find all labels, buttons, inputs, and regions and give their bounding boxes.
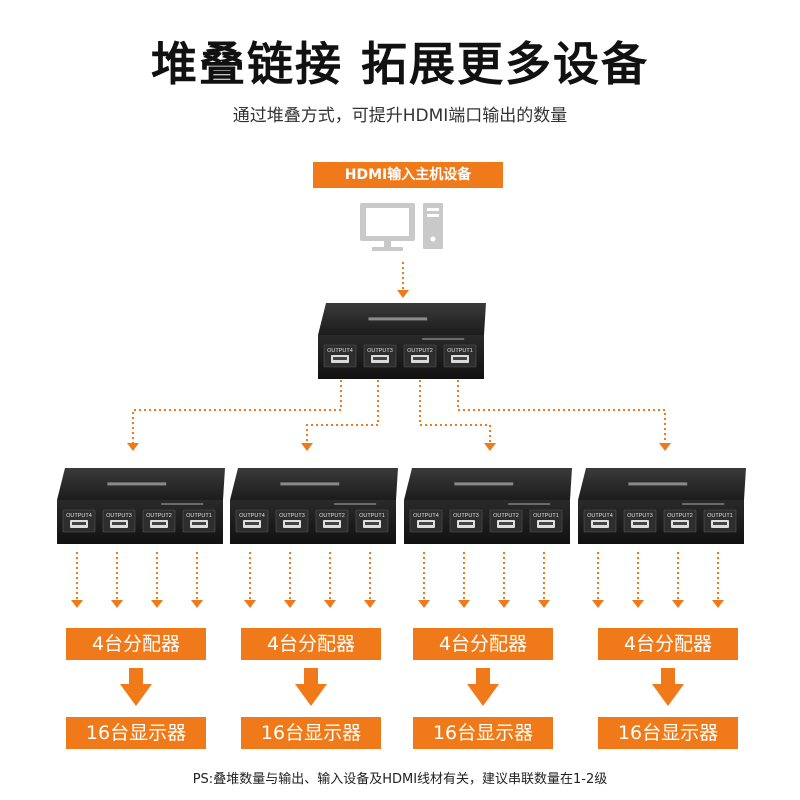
hdmi-port: OUTPUT3 [623, 509, 657, 533]
port-label: OUTPUT4 [413, 513, 439, 519]
hdmi-port: OUTPUT4 [409, 509, 443, 533]
sub-splitter: OUTPUT4 OUTPUT3 OUTPUT2 OUTPUT1 [230, 468, 398, 544]
port-label: OUTPUT3 [367, 348, 393, 354]
hdmi-port: OUTPUT2 [142, 509, 176, 533]
brand-logo [107, 482, 167, 486]
port-label: OUTPUT1 [186, 513, 212, 519]
output-arrow [672, 552, 684, 608]
brand-logo [454, 482, 514, 486]
cascade-link [457, 380, 671, 451]
hdmi-port: OUTPUT1 [443, 344, 477, 368]
hdmi-port: OUTPUT1 [703, 509, 737, 533]
host-to-splitter-arrow [397, 262, 409, 298]
port-label: OUTPUT4 [587, 513, 613, 519]
page-title: 堆叠链接 拓展更多设备 [150, 37, 649, 91]
hdmi-port: OUTPUT4 [235, 509, 269, 533]
output-arrow [191, 552, 203, 608]
hdmi-port: OUTPUT2 [663, 509, 697, 533]
sub-splitter: OUTPUT4 OUTPUT3 OUTPUT2 OUTPUT1 [404, 468, 572, 544]
splitter-count-label: 4台分配器 [413, 628, 553, 660]
hdmi-port: OUTPUT4 [62, 509, 96, 533]
port-label: OUTPUT2 [146, 513, 172, 519]
port-label: OUTPUT3 [279, 513, 305, 519]
output-arrow [632, 552, 644, 608]
output-arrow [592, 552, 604, 608]
host-device-label: HDMI输入主机设备 [313, 162, 503, 188]
hdmi-port: OUTPUT1 [529, 509, 563, 533]
sub-splitter: OUTPUT4 OUTPUT3 OUTPUT2 OUTPUT1 [57, 468, 225, 544]
output-arrow [418, 552, 430, 608]
output-arrow [364, 552, 376, 608]
cascade-link [419, 380, 496, 451]
output-arrow [538, 552, 550, 608]
page-subtitle: 通过堆叠方式，可提升HDMI端口输出的数量 [232, 106, 568, 126]
output-arrow [712, 552, 724, 608]
port-label: OUTPUT3 [106, 513, 132, 519]
brand-logo [368, 317, 428, 321]
hdmi-port: OUTPUT2 [489, 509, 523, 533]
output-arrow [458, 552, 470, 608]
output-arrow [71, 552, 83, 608]
display-count-label: 16台显示器 [66, 717, 206, 749]
hdmi-port: OUTPUT3 [102, 509, 136, 533]
hdmi-port: OUTPUT3 [449, 509, 483, 533]
hdmi-port: OUTPUT3 [275, 509, 309, 533]
down-arrow-icon [652, 668, 684, 706]
hdmi-port: OUTPUT1 [355, 509, 389, 533]
cascade-link [127, 380, 342, 451]
display-count-label: 16台显示器 [413, 717, 553, 749]
port-label: OUTPUT1 [707, 513, 733, 519]
splitter-count-label: 4台分配器 [66, 628, 206, 660]
port-label: OUTPUT3 [627, 513, 653, 519]
brand-logo [628, 482, 688, 486]
hdmi-port: OUTPUT4 [583, 509, 617, 533]
output-arrow [284, 552, 296, 608]
port-label: OUTPUT1 [533, 513, 559, 519]
port-label: OUTPUT1 [447, 348, 473, 354]
hdmi-port: OUTPUT1 [182, 509, 216, 533]
output-arrow [111, 552, 123, 608]
splitter-count-label: 4台分配器 [241, 628, 381, 660]
output-arrow [151, 552, 163, 608]
hdmi-port: OUTPUT2 [315, 509, 349, 533]
brand-logo [280, 482, 340, 486]
footer-note: PS:叠堆数量与输出、输入设备及HDMI线材有关，建议串联数量在1-2级 [192, 772, 608, 787]
cascade-link [301, 380, 379, 451]
port-label: OUTPUT1 [359, 513, 385, 519]
down-arrow-icon [467, 668, 499, 706]
down-arrow-icon [120, 668, 152, 706]
port-label: OUTPUT2 [667, 513, 693, 519]
hdmi-port: OUTPUT2 [403, 344, 437, 368]
display-count-label: 16台显示器 [241, 717, 381, 749]
port-label: OUTPUT2 [319, 513, 345, 519]
output-arrow [498, 552, 510, 608]
hdmi-port: OUTPUT4 [323, 344, 357, 368]
hdmi-port: OUTPUT3 [363, 344, 397, 368]
output-arrow [324, 552, 336, 608]
desktop-computer-icon [360, 203, 443, 251]
port-label: OUTPUT2 [493, 513, 519, 519]
main-splitter: OUTPUT4 OUTPUT3 OUTPUT2 OUTPUT1 [318, 303, 486, 379]
output-arrow [244, 552, 256, 608]
port-label: OUTPUT4 [327, 348, 353, 354]
down-arrow-icon [295, 668, 327, 706]
sub-splitter: OUTPUT4 OUTPUT3 OUTPUT2 OUTPUT1 [578, 468, 746, 544]
port-label: OUTPUT3 [453, 513, 479, 519]
display-count-label: 16台显示器 [598, 717, 738, 749]
port-label: OUTPUT4 [66, 513, 92, 519]
port-label: OUTPUT4 [239, 513, 265, 519]
port-label: OUTPUT2 [407, 348, 433, 354]
splitter-count-label: 4台分配器 [598, 628, 738, 660]
